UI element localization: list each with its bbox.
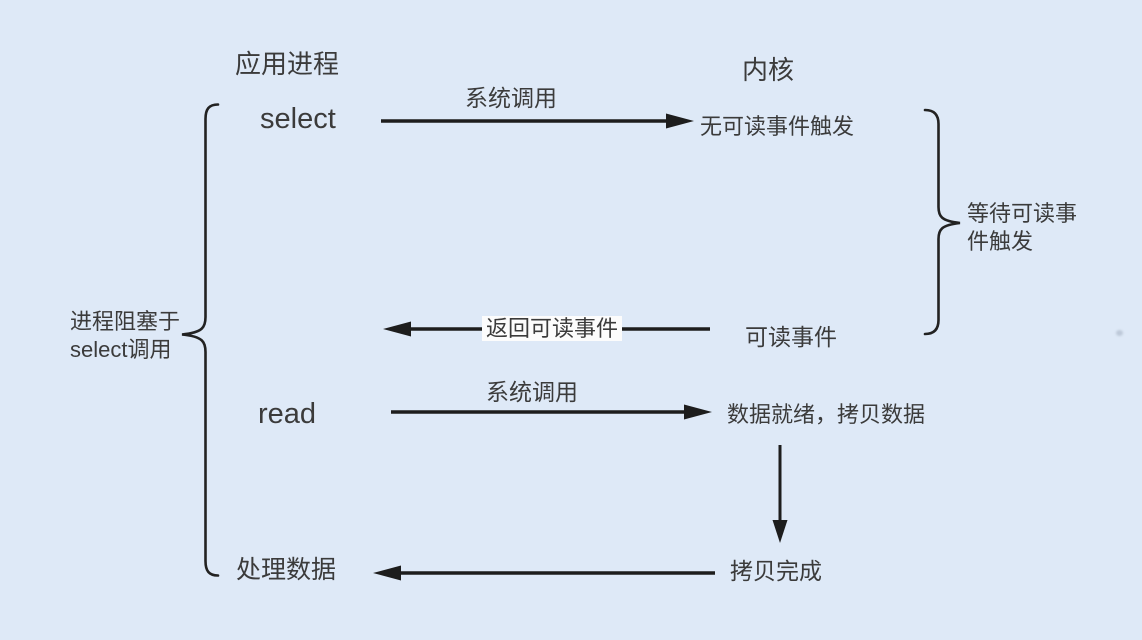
- arrow-copy-progress: [772, 445, 788, 543]
- wait-event-label-line1: 等待可读事: [967, 201, 1078, 226]
- arrowhead-down-icon: [772, 520, 788, 543]
- left-brace-shape: [181, 103, 220, 577]
- arrowhead-left-icon: [373, 565, 401, 581]
- read-syscall-label: 系统调用: [486, 379, 578, 405]
- read-call-node: read: [258, 398, 317, 430]
- readable-event-node: 可读事件: [745, 324, 837, 350]
- blocked-on-select-label: 进程阻塞于 select调用: [70, 308, 180, 364]
- wait-event-label-line2: 件触发: [967, 229, 1034, 254]
- arrowhead-left-icon: [383, 321, 411, 337]
- blocked-label-line1: 进程阻塞于: [70, 309, 181, 334]
- right-brace-shape: [923, 108, 961, 336]
- select-call-node: select: [260, 103, 336, 135]
- kernel-header: 内核: [742, 55, 795, 85]
- app-process-header: 应用进程: [235, 49, 340, 79]
- arrow-copy-done-return: [373, 565, 715, 581]
- artifact-dot: [1116, 330, 1123, 336]
- process-data-node: 处理数据: [236, 556, 337, 584]
- arrow-select-syscall: [381, 113, 694, 129]
- arrowhead-right-icon: [684, 404, 712, 420]
- arrowhead-right-icon: [666, 113, 694, 129]
- arrow-read-syscall: [391, 404, 712, 420]
- wait-event-label: 等待可读事 件触发: [967, 200, 1077, 256]
- no-readable-event-node: 无可读事件触发: [700, 114, 855, 139]
- return-readable-label: 返回可读事件: [482, 316, 623, 342]
- copy-done-node: 拷贝完成: [730, 558, 822, 584]
- select-syscall-label: 系统调用: [465, 85, 557, 111]
- blocked-label-line2: select调用: [70, 337, 172, 362]
- data-ready-node: 数据就绪，拷贝数据: [727, 402, 926, 427]
